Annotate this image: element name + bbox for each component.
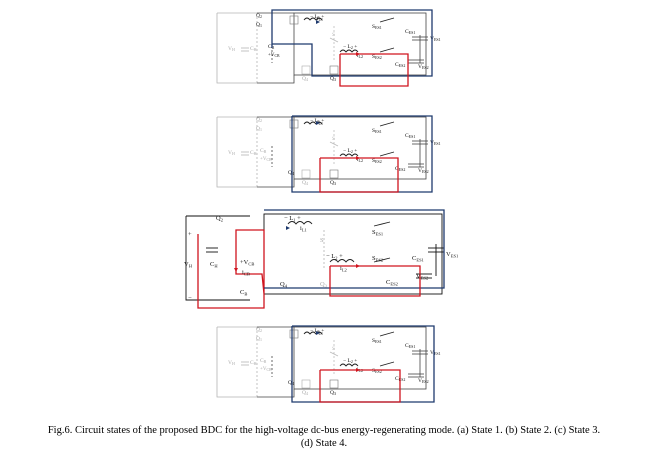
vcb-label: +VCB bbox=[268, 53, 280, 58]
caption-line-1: Fig.6. Circuit states of the proposed BD… bbox=[47, 425, 601, 436]
q1-label: Q1 bbox=[256, 22, 262, 28]
ses1-label: SES1 bbox=[372, 229, 383, 237]
q3-label: Q3 bbox=[320, 281, 328, 289]
current-loop-blue bbox=[264, 209, 445, 289]
current-loop-blue bbox=[291, 115, 433, 193]
vh-label: VH bbox=[184, 261, 193, 269]
current-loop-blue bbox=[271, 9, 433, 77]
q1-label: Q1 bbox=[256, 336, 262, 342]
ch-label: CH bbox=[210, 261, 218, 269]
l1-label: − L1 + bbox=[284, 215, 301, 223]
cb-label: CB bbox=[260, 358, 267, 364]
panel-state-1: Q2 Q1 CB +VCB bbox=[216, 9, 441, 87]
minus-label: − bbox=[188, 295, 192, 302]
cb-label: CB bbox=[260, 148, 267, 154]
q2-label: Q2 bbox=[256, 327, 262, 333]
figure-caption: Fig.6. Circuit states of the proposed BD… bbox=[6, 424, 642, 450]
current-loop-red bbox=[339, 53, 409, 87]
vcb-label: +VCB bbox=[260, 157, 272, 162]
q2-label: Q2 bbox=[216, 215, 223, 223]
cb-label: CB bbox=[268, 44, 275, 50]
ses2-label: SES2 bbox=[372, 255, 383, 263]
panel-state-3: + − VH CH Q2 +VCB iCB CB − L1 + iL1 − L2… bbox=[184, 209, 458, 309]
q2-label: Q2 bbox=[256, 117, 262, 123]
ces1-label: CES1 bbox=[412, 255, 424, 263]
q4-label: Q4 bbox=[280, 281, 288, 289]
plus-label: + bbox=[188, 231, 192, 238]
q2-label: Q2 bbox=[256, 13, 262, 19]
cb-label: CB bbox=[240, 289, 247, 297]
il1-label: iL1 bbox=[300, 225, 307, 233]
panel-state-4: Q2 Q1 CB +VCB Q4 bbox=[216, 325, 441, 403]
caption-line-2: (d) State 4. bbox=[300, 438, 348, 449]
icb-label: iCB bbox=[242, 269, 250, 277]
current-loop-blue bbox=[291, 325, 435, 403]
current-loop-red bbox=[319, 157, 399, 193]
q4-active-label: Q4 bbox=[288, 380, 294, 386]
vcb-label: +VCB bbox=[260, 367, 272, 372]
current-loop-red bbox=[197, 229, 265, 309]
panel-state-2: Q2 Q1 CB +VCB Q4 bbox=[216, 115, 441, 193]
l2-label: − L2 + bbox=[326, 253, 343, 261]
vcb-label: +VCB bbox=[240, 259, 254, 267]
q4-active-label: Q4 bbox=[288, 170, 294, 176]
ves1-label: VES1 bbox=[446, 251, 458, 259]
ces2-label: CES2 bbox=[386, 279, 398, 287]
circuit-figure: VH CH − L1 + − L2 + SES1 SES2 CES1 CES2 … bbox=[184, 9, 458, 403]
q1-label: Q1 bbox=[256, 126, 262, 132]
ves2-label: VES2 bbox=[416, 273, 428, 281]
il2-label: iL2 bbox=[340, 265, 347, 273]
s-label: S bbox=[320, 237, 324, 244]
current-loop-red bbox=[319, 369, 401, 403]
current-loop-red-inner bbox=[329, 265, 421, 297]
